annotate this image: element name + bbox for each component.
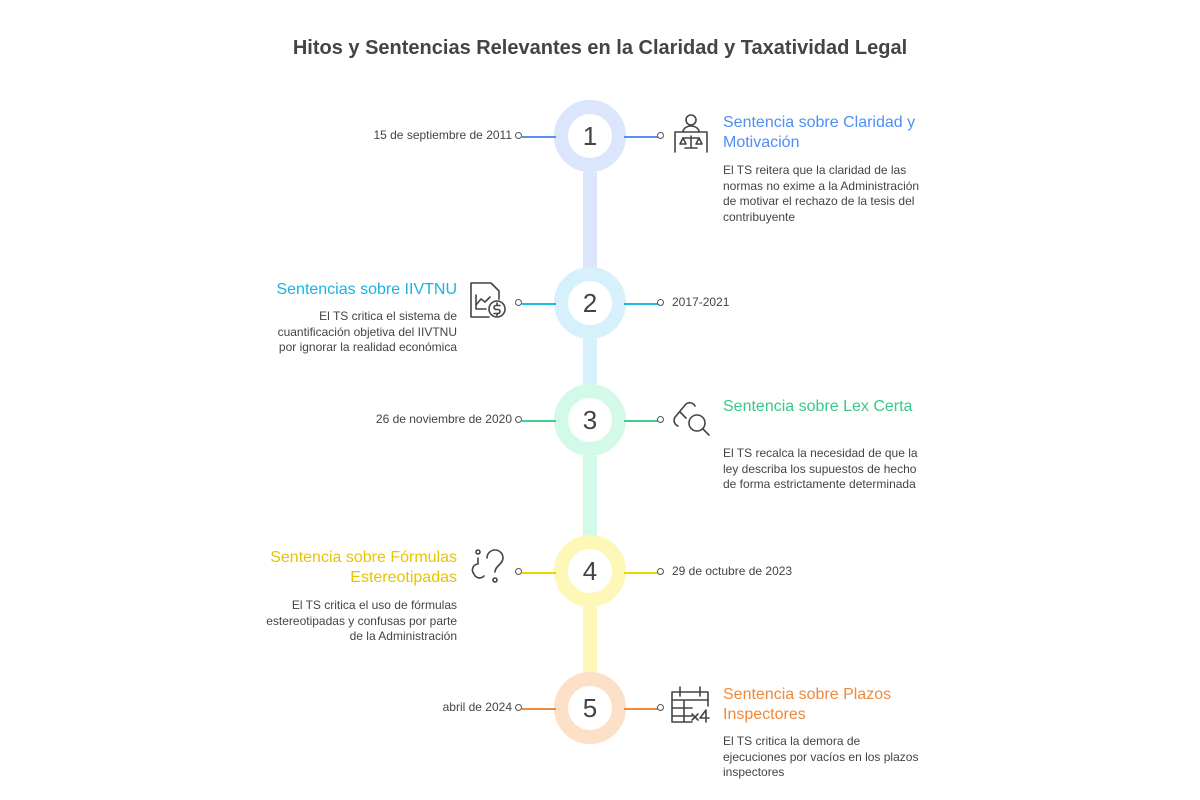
- connector-dot: [657, 299, 664, 306]
- milestone-number: 5: [554, 672, 626, 744]
- connector-1-2: [583, 172, 597, 268]
- connector-dot: [515, 416, 522, 423]
- search-magnifier-icon: [670, 396, 712, 438]
- connector-line: [522, 303, 556, 305]
- document-chart-dollar-icon: [467, 279, 509, 321]
- milestone-number: 4: [554, 535, 626, 607]
- connector-line: [624, 572, 658, 574]
- milestone-date: 29 de octubre de 2023: [672, 564, 793, 578]
- connector-dot: [657, 416, 664, 423]
- connector-dot: [515, 299, 522, 306]
- page-title: Hitos y Sentencias Relevantes en la Clar…: [292, 37, 908, 59]
- connector-dot: [515, 704, 522, 711]
- calendar-x4-icon: [670, 684, 712, 726]
- milestone-description: El TS recalca la necesidad de que la ley…: [723, 446, 918, 491]
- milestone-description: El TS reitera que la claridad de las nor…: [723, 163, 920, 224]
- connector-line: [522, 420, 556, 422]
- connector-line: [624, 136, 658, 138]
- milestone-description: El TS critica el uso de fórmulas estereo…: [266, 598, 457, 643]
- connector-line: [522, 572, 556, 574]
- milestone-date: 2017-2021: [672, 295, 730, 309]
- connector-dot: [657, 704, 664, 711]
- milestone-date: abril de 2024: [442, 700, 512, 714]
- judge-scales-icon: [670, 112, 712, 154]
- connector-dot: [515, 132, 522, 139]
- milestone-number: 3: [554, 384, 626, 456]
- milestone-date: 15 de septiembre de 2011: [373, 128, 512, 142]
- connector-line: [522, 136, 556, 138]
- milestone-description: El TS critica el sistema de cuantificaci…: [277, 309, 457, 354]
- milestone-date: 26 de noviembre de 2020: [375, 412, 512, 426]
- question-marks-icon: [467, 546, 509, 588]
- milestone-heading: Sentencia sobre Lex Certa: [723, 398, 913, 415]
- milestone-number: 2: [554, 267, 626, 339]
- milestone-heading: Sentencia sobre Claridad y Motivación: [723, 114, 916, 151]
- connector-2-3: [583, 339, 597, 385]
- milestone-heading: Sentencia sobre Plazos Inspectores: [723, 686, 892, 723]
- connector-3-4: [583, 456, 597, 536]
- connector-line: [624, 303, 658, 305]
- milestone-heading: Sentencia sobre Fórmulas Estereotipadas: [270, 549, 457, 586]
- connector-line: [624, 420, 658, 422]
- connector-dot: [657, 568, 664, 575]
- milestone-heading: Sentencias sobre IIVTNU: [276, 281, 457, 298]
- connector-dot: [657, 132, 664, 139]
- milestone-number: 1: [554, 100, 626, 172]
- connector-4-5: [583, 607, 597, 673]
- connector-line: [522, 708, 556, 710]
- connector-dot: [515, 568, 522, 575]
- connector-line: [624, 708, 658, 710]
- milestone-description: El TS critica la demora de ejecuciones p…: [723, 734, 919, 779]
